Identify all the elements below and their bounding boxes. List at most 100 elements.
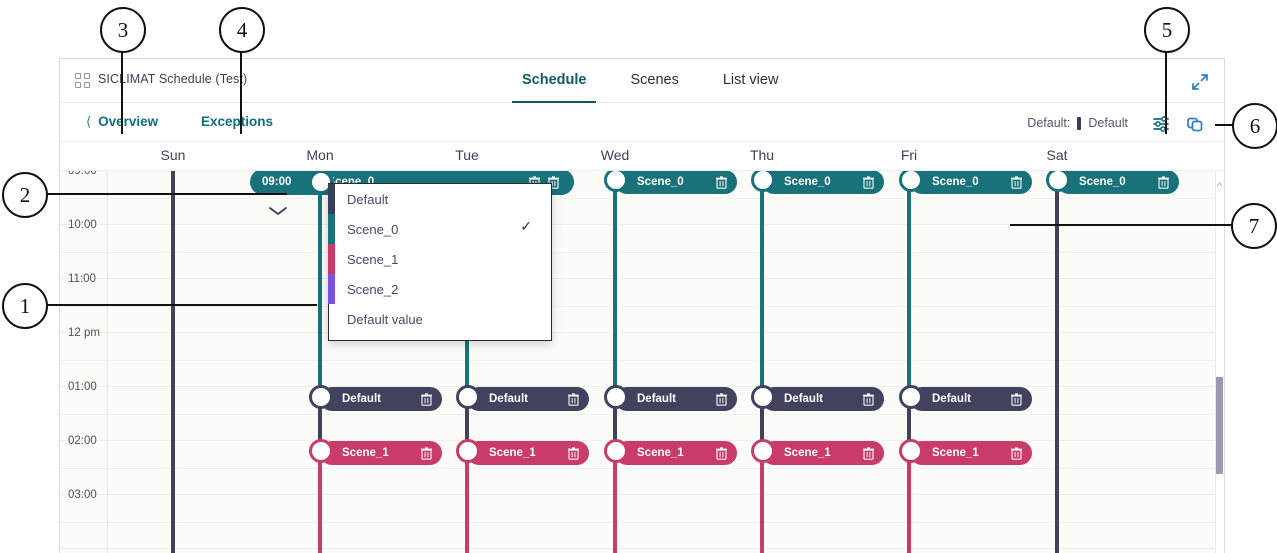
tab-bar: Schedule Scenes List view — [500, 59, 800, 103]
event-handle[interactable] — [456, 385, 480, 409]
day-timeline-tue-default[interactable] — [465, 395, 469, 449]
trash-icon[interactable] — [1010, 392, 1023, 406]
scene-dropdown-menu[interactable]: Default Scene_0 ✓ Scene_1 Scene_2 Defaul… — [328, 183, 552, 341]
event-label: Scene_1 — [637, 447, 684, 459]
day-timeline-thu-default[interactable] — [760, 395, 764, 449]
day-timeline-thu-scene0[interactable] — [760, 181, 764, 395]
event-chip[interactable]: Scene_1 — [899, 439, 1032, 465]
tab-list-view[interactable]: List view — [722, 72, 779, 88]
event-handle[interactable] — [309, 385, 333, 409]
event-handle[interactable] — [604, 171, 628, 192]
day-timeline-fri-scene0[interactable] — [907, 181, 911, 395]
day-header-row: Sun Mon Tue Wed Thu Fri Sat — [60, 142, 1224, 171]
hour-row — [60, 333, 1224, 387]
event-label: Default — [784, 393, 823, 405]
event-chip[interactable]: Default — [309, 385, 442, 411]
event-chip[interactable]: Scene_0 — [604, 171, 737, 194]
event-handle[interactable] — [456, 439, 480, 463]
hour-label: 11:00 — [68, 273, 96, 285]
trash-icon[interactable] — [420, 446, 433, 460]
scroll-up-icon[interactable] — [1216, 175, 1223, 187]
dropdown-item-default[interactable]: Default — [328, 184, 551, 214]
dropdown-item-default-value[interactable]: Default value — [329, 304, 551, 334]
trash-icon[interactable] — [715, 392, 728, 406]
application-window: SICLIMAT Schedule (Test) Schedule Scenes… — [59, 58, 1225, 553]
event-label: Scene_1 — [784, 447, 831, 459]
day-timeline-wed-scene1[interactable] — [613, 449, 617, 553]
trash-icon[interactable] — [715, 175, 728, 189]
copy-duplicate-icon[interactable] — [1184, 113, 1206, 135]
event-time-badge: 09:00 — [262, 176, 292, 188]
event-chip[interactable]: Default — [751, 385, 884, 411]
event-chip[interactable]: Default — [604, 385, 737, 411]
day-timeline-wed-default[interactable] — [613, 395, 617, 449]
event-handle[interactable] — [604, 385, 628, 409]
trash-icon[interactable] — [1010, 175, 1023, 189]
expand-arrows-icon[interactable] — [1190, 72, 1210, 92]
check-icon: ✓ — [520, 218, 532, 234]
event-handle[interactable] — [899, 171, 923, 192]
event-chip[interactable]: Scene_1 — [751, 439, 884, 465]
event-handle[interactable] — [751, 171, 775, 192]
dropdown-item-scene-1[interactable]: Scene_1 — [328, 244, 551, 274]
trash-icon[interactable] — [862, 392, 875, 406]
sliders-filter-icon[interactable] — [1150, 113, 1172, 135]
event-chip[interactable]: Scene_1 — [456, 439, 589, 465]
day-timeline-tue-scene1[interactable] — [465, 449, 469, 553]
day-timeline-wed-scene0[interactable] — [613, 181, 617, 395]
callout-4: 4 — [219, 7, 265, 53]
event-handle[interactable] — [751, 385, 775, 409]
event-handle[interactable] — [604, 439, 628, 463]
trash-icon[interactable] — [567, 392, 580, 406]
hour-label: 01:00 — [68, 381, 97, 393]
trash-icon[interactable] — [1010, 446, 1023, 460]
tab-scenes[interactable]: Scenes — [630, 72, 679, 88]
day-timeline-mon-scene0[interactable] — [318, 181, 322, 395]
color-swatch — [328, 274, 335, 304]
event-chip[interactable]: Default — [899, 385, 1032, 411]
event-chip[interactable]: Scene_0 — [1046, 171, 1179, 194]
tab-schedule[interactable]: Schedule — [500, 59, 608, 103]
hour-label: 02:00 — [68, 435, 97, 447]
day-label-fri: Fri — [900, 147, 918, 163]
schedule-grid[interactable]: 09:00 10:00 11:00 12 pm 01:00 02:00 03:0… — [60, 171, 1224, 553]
day-timeline-fri-default[interactable] — [907, 395, 911, 449]
event-chip[interactable]: Scene_1 — [309, 439, 442, 465]
day-timeline-fri-scene1[interactable] — [907, 449, 911, 553]
day-timeline-thu-scene1[interactable] — [760, 449, 764, 553]
day-timeline-sun[interactable] — [171, 171, 175, 553]
trash-icon[interactable] — [420, 392, 433, 406]
day-timeline-sat[interactable] — [1055, 171, 1059, 553]
event-chip[interactable]: Scene_0 — [899, 171, 1032, 194]
day-timeline-mon-scene1[interactable] — [318, 449, 322, 553]
event-handle[interactable] — [899, 385, 923, 409]
trash-icon[interactable] — [715, 446, 728, 460]
event-handle[interactable] — [1046, 171, 1070, 192]
default-color-swatch — [1077, 116, 1082, 130]
event-label: Default — [489, 393, 528, 405]
hour-label: 09:00 — [68, 171, 97, 177]
event-handle[interactable] — [751, 439, 775, 463]
exceptions-link[interactable]: Exceptions — [201, 114, 274, 129]
dropdown-item-scene-2[interactable]: Scene_2 — [328, 274, 551, 304]
trash-icon[interactable] — [567, 446, 580, 460]
event-label: Scene_0 — [637, 176, 684, 188]
overview-label: Overview — [98, 114, 159, 129]
day-timeline-mon-default[interactable] — [318, 395, 322, 449]
chevron-down-icon[interactable] — [267, 204, 289, 216]
vertical-scrollbar[interactable] — [1215, 171, 1224, 553]
trash-icon[interactable] — [862, 446, 875, 460]
event-handle[interactable] — [309, 439, 333, 463]
day-label-wed: Wed — [600, 147, 630, 163]
trash-icon[interactable] — [862, 175, 875, 189]
breadcrumb-overview[interactable]: ⟨ Overview — [86, 114, 158, 129]
event-handle[interactable] — [899, 439, 923, 463]
trash-icon[interactable] — [1157, 175, 1170, 189]
scrollbar-thumb[interactable] — [1216, 377, 1223, 474]
event-chip[interactable]: Scene_0 — [751, 171, 884, 194]
dropdown-item-scene-0[interactable]: Scene_0 ✓ — [328, 214, 551, 244]
event-chip[interactable]: Scene_1 — [604, 439, 737, 465]
hour-row — [60, 549, 1224, 553]
hour-label: 03:00 — [68, 489, 97, 501]
event-chip[interactable]: Default — [456, 385, 589, 411]
